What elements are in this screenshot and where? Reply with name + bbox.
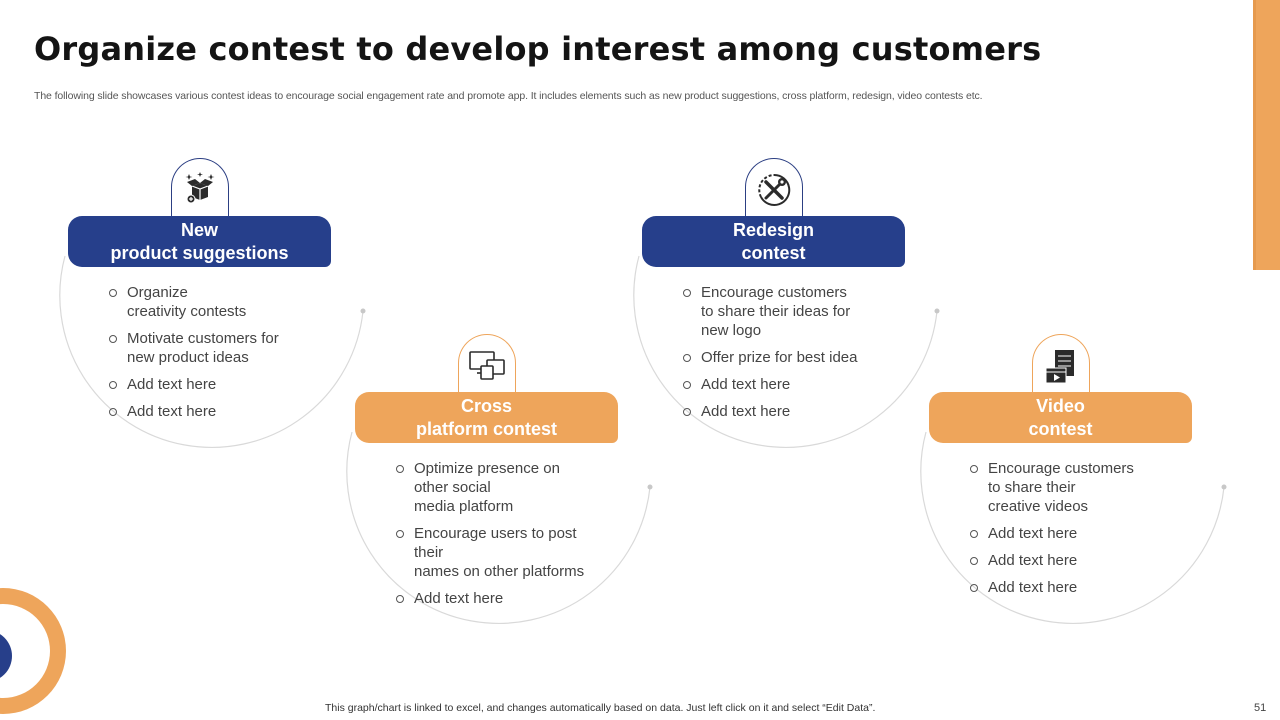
card-header: Video contest [929, 392, 1192, 443]
list-item: Add text here [683, 375, 893, 394]
card-header: Redesign contest [642, 216, 905, 267]
multi-device-icon [469, 351, 505, 380]
video-clapper-icon [1045, 350, 1074, 384]
decorative-ring [0, 588, 66, 714]
header-line: Video [1036, 396, 1085, 416]
card-header: New product suggestions [68, 216, 331, 267]
card-arc [633, 255, 940, 448]
list-item: Add text here [970, 551, 1180, 570]
card-arc [59, 255, 366, 448]
tools-icon [758, 173, 791, 206]
slide-subtitle: The following slide showcases various co… [34, 90, 983, 102]
card-header: Cross platform contest [355, 392, 618, 443]
gift-box-icon [185, 172, 215, 204]
header-line: Cross [460, 396, 513, 416]
footer-note: This graph/chart is linked to excel, and… [325, 702, 876, 714]
card-arc [346, 431, 653, 624]
card-cross-platform-contest: Cross platform contest Optimize presence… [344, 334, 654, 674]
list-item: Offer prize for best idea [683, 348, 893, 367]
header-line: platform contest [415, 419, 557, 439]
list-item: Add text here [683, 402, 893, 421]
list-item: Add text here [396, 589, 606, 608]
card-arc [920, 431, 1227, 624]
header-line: New [180, 220, 218, 240]
header-line: Redesign [732, 220, 815, 240]
page-number: 51 [1254, 702, 1267, 714]
list-item: Add text here [970, 524, 1180, 543]
slide-title: Organize contest to develop interest amo… [34, 30, 1042, 68]
list-item: Add text here [109, 375, 319, 394]
list-item: Add text here [970, 578, 1180, 597]
header-line: product suggestions [110, 243, 289, 263]
header-line: contest [1028, 419, 1093, 439]
list-item: Add text here [109, 402, 319, 421]
accent-bar [1253, 0, 1280, 270]
header-line: contest [741, 243, 806, 263]
